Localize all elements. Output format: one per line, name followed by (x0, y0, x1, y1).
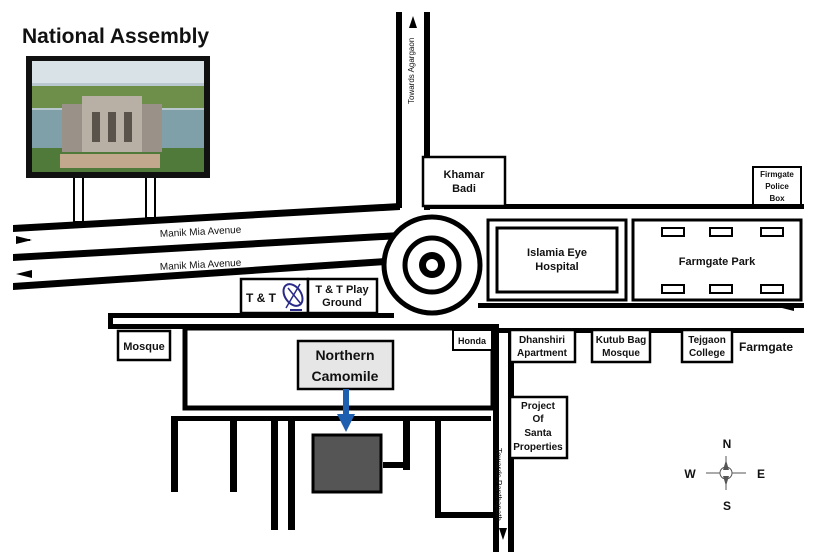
mosque: Mosque (116, 329, 172, 362)
islamia-eye-hospital: Islamia Eye Hospital (486, 218, 628, 302)
svg-text:Farmgate Park: Farmgate Park (679, 256, 756, 268)
svg-text:Islamia Eye: Islamia Eye (527, 247, 587, 259)
farmgate-label: Farmgate (739, 340, 793, 354)
compass-s: S (723, 499, 731, 513)
svg-text:Ground: Ground (322, 297, 362, 309)
svg-text:Camomile: Camomile (312, 368, 379, 384)
svg-text:College: College (689, 348, 726, 359)
northern-camomile: Northern Camomile (296, 339, 395, 494)
svg-text:Firmgate: Firmgate (760, 170, 794, 179)
svg-text:Kutub Bag: Kutub Bag (596, 335, 647, 346)
national-assembly-billboard (26, 56, 210, 223)
t-and-t-play-ground: T & T Play Ground (306, 277, 379, 315)
svg-text:Tejgaon: Tejgaon (688, 335, 726, 346)
honda: Honda (452, 329, 493, 351)
firmgate-police-box: Firmgate Police Box (752, 166, 802, 206)
svg-text:Badi: Badi (452, 183, 476, 195)
svg-text:Apartment: Apartment (517, 348, 568, 359)
location-marker-arrow (343, 389, 349, 417)
road-label-agargaon: Towards Agargaon (407, 38, 416, 104)
svg-text:Dhanshiri: Dhanshiri (519, 335, 565, 346)
svg-text:Honda: Honda (458, 336, 487, 346)
svg-text:T & T Play: T & T Play (315, 284, 369, 296)
satellite-dish-icon (282, 283, 304, 311)
santa-properties: Project Of Santa Properties (508, 395, 569, 460)
compass-n: N (723, 437, 732, 451)
svg-text:Khamar: Khamar (444, 169, 486, 181)
dhanshiri-apartment: Dhanshiri Apartment (508, 328, 577, 364)
t-and-t: T & T (239, 277, 310, 315)
tejgaon-college: Tejgaon College (680, 328, 734, 364)
svg-text:Northern: Northern (315, 347, 374, 363)
compass-e: E (757, 467, 765, 481)
road-label-manik-upper: Manik Mia Avenue (160, 225, 242, 240)
farmgate-park: Farmgate Park (631, 218, 803, 302)
svg-text:Santa: Santa (524, 428, 552, 439)
svg-text:Properties: Properties (513, 442, 563, 453)
svg-text:Police: Police (765, 182, 789, 191)
compass-w: W (684, 467, 696, 481)
road-label-panthapath: Towards Panthapath (494, 448, 503, 521)
northern-camomile-building (311, 433, 383, 494)
svg-text:Project: Project (521, 401, 556, 412)
map-title: National Assembly (22, 25, 209, 48)
svg-text:Mosque: Mosque (123, 341, 165, 353)
compass-rose: N S E W (684, 437, 765, 513)
svg-text:Of: Of (532, 414, 544, 425)
svg-text:Mosque: Mosque (602, 348, 640, 359)
national-assembly-photo (32, 61, 204, 172)
svg-text:Box: Box (769, 194, 785, 203)
road-label-manik-lower: Manik Mia Avenue (160, 258, 242, 273)
svg-text:Hospital: Hospital (535, 261, 578, 273)
kutub-bag-mosque: Kutub Bag Mosque (590, 328, 652, 364)
khamar-badi: Khamar Badi (421, 155, 507, 208)
svg-text:T & T: T & T (246, 291, 277, 305)
